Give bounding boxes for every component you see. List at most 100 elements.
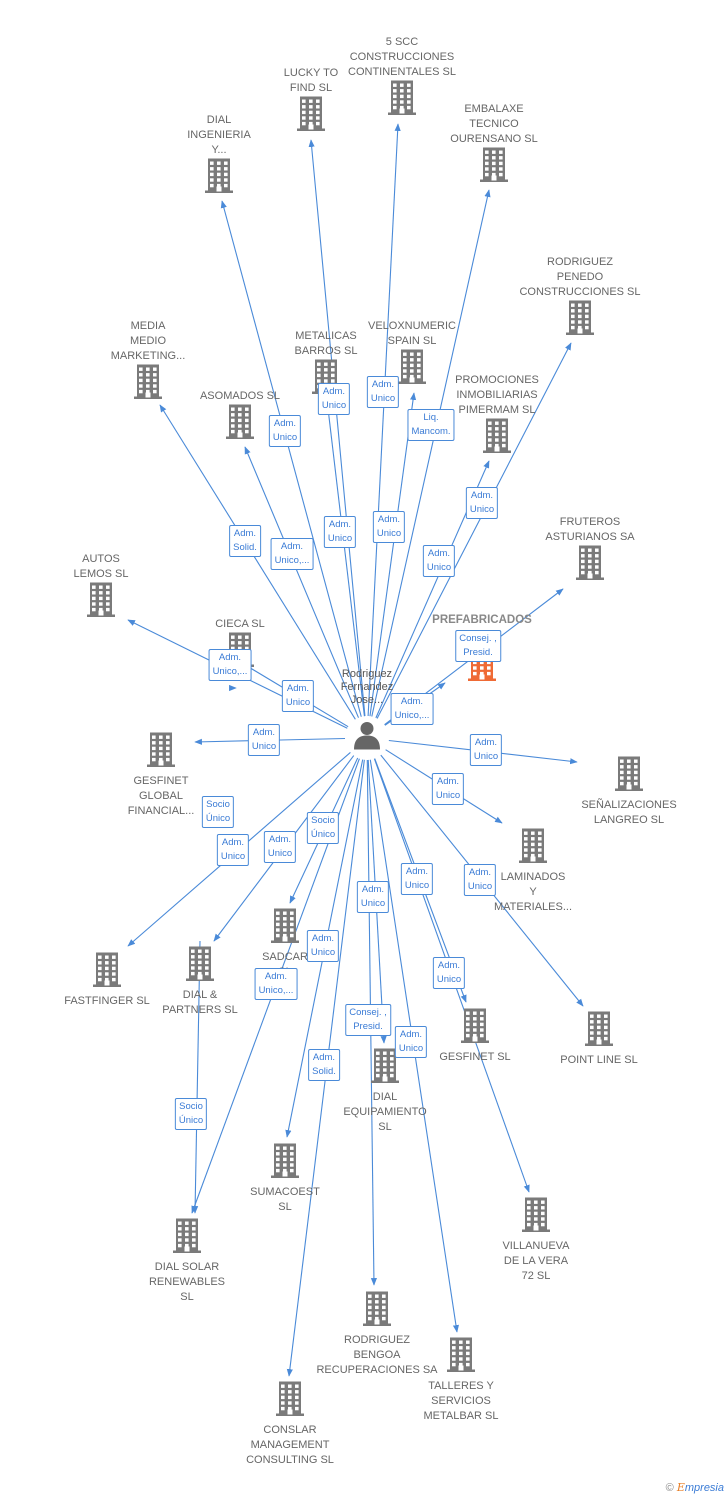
role-badge[interactable]: Liq. Mancom.	[407, 409, 455, 441]
role-badge[interactable]: Adm. Unico	[394, 1026, 428, 1058]
company-label[interactable]: VILLANUEVA DE LA VERA 72 SL	[502, 1240, 570, 1282]
company-label[interactable]: DIAL SOLAR RENEWABLES SL	[148, 1261, 226, 1303]
company-label[interactable]: SEÑALIZACIONES LANGREO SL	[581, 799, 677, 826]
role-badge[interactable]: Adm. Unico	[281, 680, 315, 712]
role-badge[interactable]: Adm. Unico	[431, 773, 465, 805]
building-icon[interactable]	[362, 1291, 392, 1332]
relation-edge	[244, 446, 360, 718]
company-label[interactable]: LAMINADOS Y MATERIALES...	[493, 871, 573, 913]
building-icon[interactable]	[614, 756, 644, 797]
company-label[interactable]: 5 SCC CONSTRUCCIONES CONTINENTALES SL	[348, 36, 456, 78]
company-label[interactable]: GESFINET SL	[439, 1051, 511, 1063]
company-label[interactable]: EMBALAXE TECNICO OURENSANO SL	[450, 103, 538, 145]
company-label[interactable]: RODRIGUEZ BENGOA RECUPERACIONES SA	[316, 1334, 438, 1376]
company-label[interactable]: PREFABRICADOS	[432, 614, 532, 626]
building-icon[interactable]	[204, 158, 234, 199]
center-person-label[interactable]: Rodriguez Fernandez Jose...	[340, 668, 394, 706]
company-label[interactable]: AUTOS LEMOS SL	[73, 553, 129, 580]
role-badge[interactable]: Adm. Unico	[216, 834, 250, 866]
company-label[interactable]: CIECA SL	[215, 618, 265, 630]
building-icon[interactable]	[92, 952, 122, 993]
building-icon[interactable]	[370, 1048, 400, 1089]
role-badge[interactable]: Socio Único	[306, 812, 340, 844]
company-label[interactable]: CONSLAR MANAGEMENT CONSULTING SL	[246, 1424, 334, 1466]
building-icon[interactable]	[521, 1197, 551, 1238]
person-icon[interactable]	[352, 721, 382, 756]
company-label[interactable]: SUMACOEST SL	[250, 1186, 320, 1213]
role-badge[interactable]: Adm. Unico	[469, 734, 503, 766]
building-icon[interactable]	[518, 828, 548, 869]
company-label[interactable]: VELOXNUMERIC SPAIN SL	[367, 320, 457, 347]
company-label[interactable]: METALICAS BARROS SL	[294, 330, 358, 357]
building-icon[interactable]	[185, 946, 215, 987]
role-badge[interactable]: Socio Único	[201, 796, 235, 828]
building-icon[interactable]	[225, 404, 255, 445]
brand-initial: E	[676, 1481, 685, 1494]
building-icon[interactable]	[296, 96, 326, 137]
copyright-symbol: ©	[665, 1482, 674, 1494]
role-badge[interactable]: Adm. Unico	[366, 376, 400, 408]
company-label[interactable]: POINT LINE SL	[560, 1054, 638, 1066]
role-badge[interactable]: Adm. Unico	[323, 516, 357, 548]
role-badge[interactable]: Adm. Unico	[263, 831, 297, 863]
relation-edge	[308, 139, 366, 717]
role-badge[interactable]: Adm. Unico	[356, 881, 390, 913]
brand-name: mpresia	[684, 1482, 724, 1494]
building-icon[interactable]	[275, 1381, 305, 1422]
company-label[interactable]: FASTFINGER SL	[64, 995, 150, 1007]
building-icon[interactable]	[446, 1337, 476, 1378]
building-icon[interactable]	[482, 418, 512, 459]
role-badge[interactable]: Adm. Unico	[463, 864, 497, 896]
role-badge[interactable]: Consej. , Presid.	[455, 630, 501, 662]
relation-edge	[220, 200, 362, 717]
role-badge[interactable]: Adm. Unico	[372, 511, 406, 543]
company-label[interactable]: MEDIA MEDIO MARKETING...	[110, 320, 186, 362]
role-badge[interactable]: Adm. Solid.	[308, 1049, 340, 1081]
role-badge[interactable]: Adm. Unico	[432, 957, 466, 989]
role-badge[interactable]: Adm. Solid.	[229, 525, 261, 557]
building-icon[interactable]	[460, 1008, 490, 1049]
company-label[interactable]: LUCKY TO FIND SL	[283, 67, 339, 94]
role-badge[interactable]: Adm. Unico	[306, 930, 340, 962]
role-badge[interactable]: Adm. Unico,...	[390, 693, 434, 725]
role-badge[interactable]: Adm. Unico	[400, 863, 434, 895]
relation-edge	[159, 404, 356, 720]
role-badge[interactable]: Consej. , Presid.	[345, 1004, 391, 1036]
relation-edge	[369, 392, 417, 717]
building-icon[interactable]	[387, 80, 417, 121]
role-badge[interactable]: Adm. Unico,...	[254, 968, 298, 1000]
company-label[interactable]: DIAL EQUIPAMIENTO SL	[343, 1091, 427, 1133]
company-label[interactable]: GESFINET GLOBAL FINANCIAL...	[127, 775, 195, 817]
building-icon[interactable]	[172, 1218, 202, 1259]
company-label[interactable]: PROMOCIONES INMOBILIARIAS PIMERMAM SL	[455, 374, 539, 416]
building-icon[interactable]	[270, 908, 300, 949]
building-icon[interactable]	[397, 349, 427, 390]
relation-edge	[192, 940, 201, 1214]
company-label[interactable]: DIAL & PARTNERS SL	[162, 989, 238, 1016]
role-badge[interactable]: Adm. Unico	[422, 545, 456, 577]
footer-brand: © Empresia	[666, 1481, 724, 1494]
relation-edge	[376, 342, 572, 719]
role-badge[interactable]: Socio Único	[174, 1098, 208, 1130]
building-icon[interactable]	[584, 1011, 614, 1052]
relation-edge	[324, 399, 365, 717]
company-label[interactable]: TALLERES Y SERVICIOS METALBAR SL	[423, 1380, 499, 1422]
company-label[interactable]: ASOMADOS SL	[199, 390, 281, 402]
role-badge[interactable]: Adm. Unico	[247, 724, 281, 756]
building-icon[interactable]	[133, 364, 163, 405]
role-badge[interactable]: Adm. Unico	[465, 487, 499, 519]
building-icon[interactable]	[479, 147, 509, 188]
building-icon[interactable]	[270, 1143, 300, 1184]
role-badge[interactable]: Adm. Unico	[317, 383, 351, 415]
building-icon[interactable]	[146, 732, 176, 773]
company-label[interactable]: RODRIGUEZ PENEDO CONSTRUCCIONES SL	[519, 256, 641, 298]
building-icon[interactable]	[565, 300, 595, 341]
relation-edge	[371, 189, 491, 717]
company-label[interactable]: FRUTEROS ASTURIANOS SA	[545, 516, 635, 543]
building-icon[interactable]	[86, 582, 116, 623]
building-icon[interactable]	[575, 545, 605, 586]
role-badge[interactable]: Adm. Unico	[268, 415, 302, 447]
role-badge[interactable]: Adm. Unico,...	[270, 538, 314, 570]
company-label[interactable]: DIAL INGENIERIA Y...	[187, 114, 251, 156]
role-badge[interactable]: Adm. Unico,...	[208, 649, 252, 681]
